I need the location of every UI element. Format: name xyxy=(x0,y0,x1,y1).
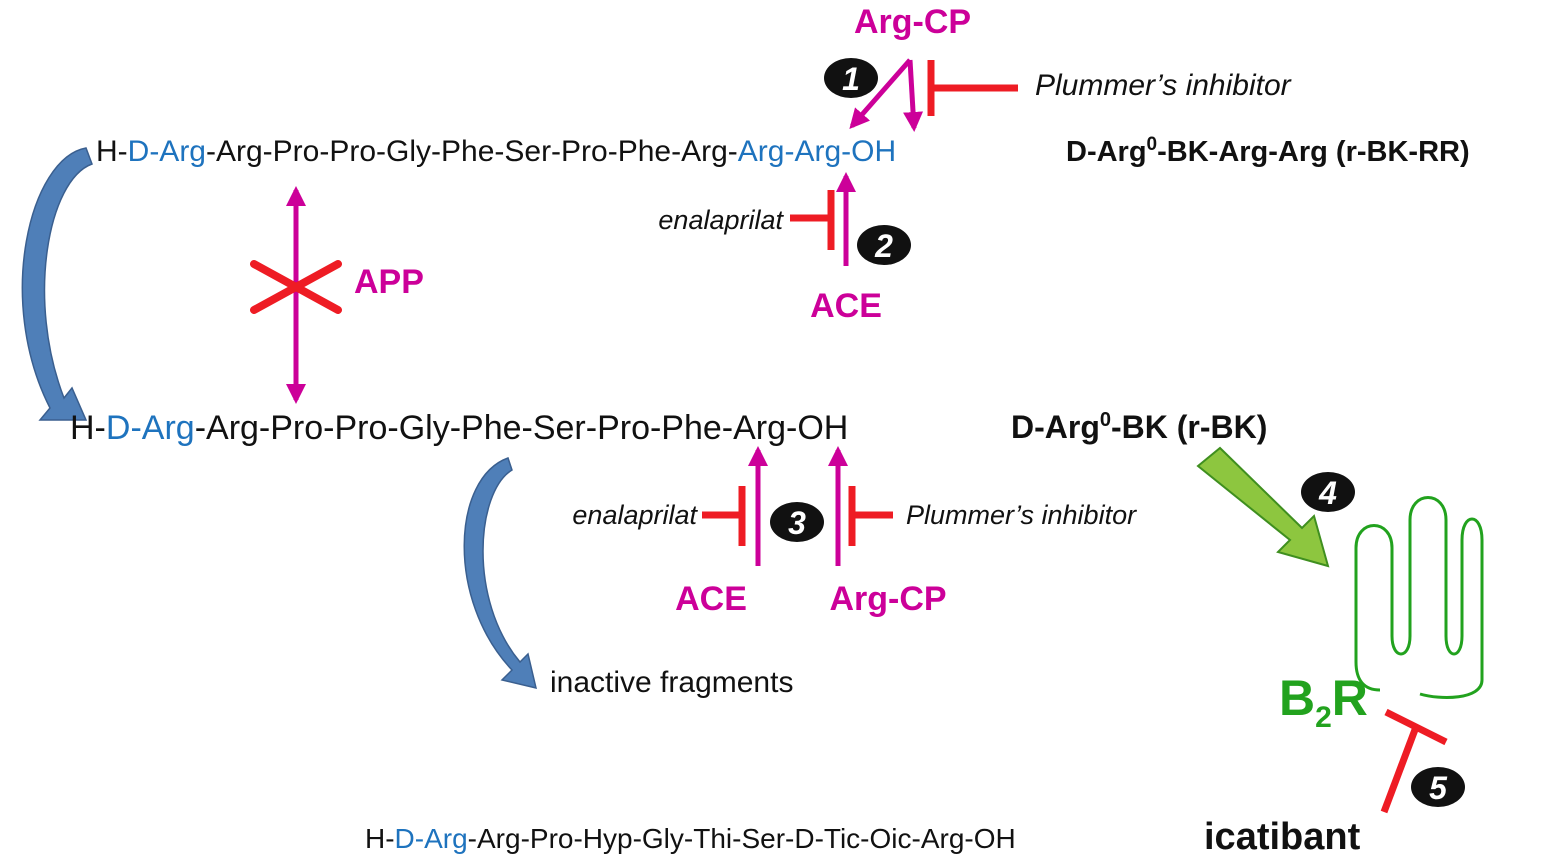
app-block-cross-icon xyxy=(250,260,342,314)
r-bk-name: D-Arg0-BK (r-BK) xyxy=(1011,409,1267,445)
step-4-badge: 4 xyxy=(1301,472,1355,512)
app-label: APP xyxy=(354,263,424,301)
step-2-badge: 2 xyxy=(857,225,911,265)
plummer-inhibitor-bottom-bar xyxy=(848,486,893,546)
enalaprilat-bottom-bar xyxy=(702,486,746,546)
enalaprilat-bottom-label: enalaprilat xyxy=(572,500,698,530)
arg-cp-top-label: Arg-CP xyxy=(854,3,971,41)
inactive-fragments-label: inactive fragments xyxy=(550,666,793,699)
icatibant-name: icatibant xyxy=(1204,816,1361,858)
icatibant-block-bar xyxy=(1380,708,1448,814)
step-3-badge: 3 xyxy=(770,502,824,542)
plummer-inhibitor-top-bar xyxy=(927,60,1018,116)
r-bk-rr-sequence: H-D-Arg-Arg-Pro-Pro-Gly-Phe-Ser-Pro-Phe-… xyxy=(96,135,896,168)
r-bk-sequence: H-D-Arg-Arg-Pro-Pro-Gly-Phe-Ser-Pro-Phe-… xyxy=(70,409,848,447)
plummer-inhibitor-bottom-label: Plummer’s inhibitor xyxy=(906,500,1137,530)
r-bk-rr-name: D-Arg0-BK-Arg-Arg (r-BK-RR) xyxy=(1066,134,1470,168)
step-5-badge: 5 xyxy=(1411,767,1465,807)
svg-text:1: 1 xyxy=(842,61,860,97)
conversion-curved-arrow xyxy=(21,147,93,421)
ace-top-label: ACE xyxy=(810,287,882,325)
ace-bottom-label: ACE xyxy=(675,580,747,618)
activation-arrow xyxy=(1196,446,1330,568)
arg-cp-cleave-arrow-right xyxy=(903,59,924,132)
degradation-curved-arrow xyxy=(463,457,538,690)
svg-text:5: 5 xyxy=(1429,770,1448,806)
svg-text:4: 4 xyxy=(1318,475,1337,511)
enalaprilat-top-label: enalaprilat xyxy=(658,205,784,235)
icatibant-sequence: H-D-Arg-Arg-Pro-Hyp-Gly-Thi-Ser-D-Tic-Oi… xyxy=(365,823,1016,854)
svg-text:3: 3 xyxy=(788,505,806,541)
plummer-inhibitor-top-label: Plummer’s inhibitor xyxy=(1035,69,1292,102)
arg-cp-cleave-arrow-left xyxy=(849,58,912,130)
svg-text:2: 2 xyxy=(874,228,893,264)
step-1-badge: 1 xyxy=(824,58,878,98)
b2r-label: B2R xyxy=(1279,670,1368,734)
b2-receptor-gpcr-icon xyxy=(1354,496,1484,699)
arg-cp-bottom-label: Arg-CP xyxy=(829,580,946,618)
enalaprilat-top-bar xyxy=(790,190,835,250)
